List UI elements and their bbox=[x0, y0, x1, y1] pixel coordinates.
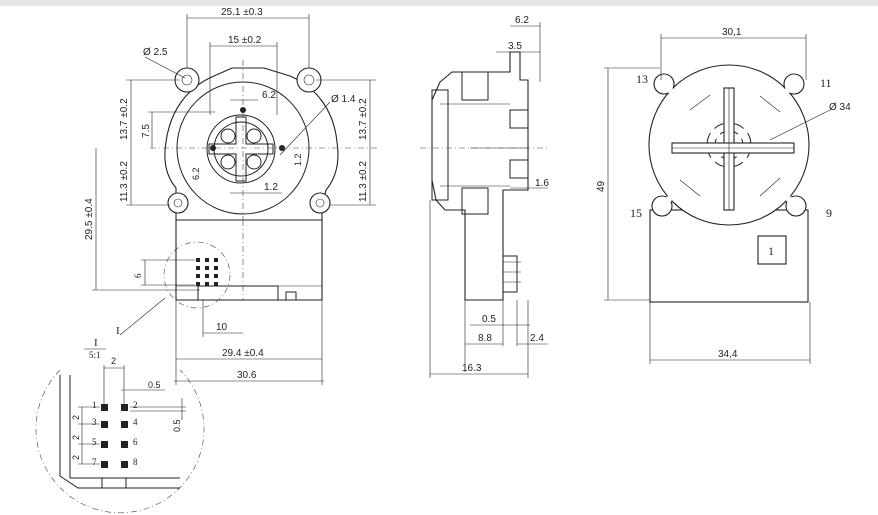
dim-right-lower: 11.3 ±0.2 bbox=[358, 161, 369, 202]
connector-pins bbox=[196, 258, 218, 286]
ear-bottom-left bbox=[167, 192, 189, 214]
detail-dim-gap: 0.5 bbox=[148, 380, 161, 390]
detail-title: I bbox=[94, 337, 98, 349]
center-hub bbox=[206, 114, 276, 184]
dim-width-mid: 29.4 ±0.4 bbox=[222, 348, 264, 359]
rear-ear-br bbox=[785, 195, 807, 217]
top-strip bbox=[0, 0, 878, 6]
dim-left-lower: 11.3 ±0.2 bbox=[119, 161, 130, 202]
pin-label-7: 7 bbox=[92, 457, 97, 467]
detail-view: I 5:1 1 2 3 4 5 6 7 8 2 0.5 0.5 bbox=[35, 337, 205, 514]
rear-box-label: 1 bbox=[768, 244, 774, 258]
side-dim-bottom-c: 2.4 bbox=[530, 333, 544, 344]
detail-dim-left-1: 2 bbox=[71, 415, 81, 420]
rear-ear-bl bbox=[651, 195, 673, 217]
detail-scale: 5:1 bbox=[89, 350, 101, 360]
dim-connector-height: 6 bbox=[133, 273, 143, 278]
dim-width-total: 30.6 bbox=[237, 370, 257, 381]
detail-dim-pitch-top: 2 bbox=[111, 356, 116, 366]
rear-label-br: 9 bbox=[826, 206, 832, 220]
rear-label-bl: 15 bbox=[630, 206, 642, 220]
dim-left-mid: 7.5 bbox=[141, 124, 152, 138]
detail-circle-marker bbox=[163, 241, 231, 309]
dim-vertical-small: 6.2 bbox=[191, 167, 201, 180]
rear-box bbox=[757, 235, 787, 265]
dim-center-small: 6.2 bbox=[262, 90, 276, 101]
dim-left-upper: 13.7 ±0.2 bbox=[119, 98, 130, 140]
rear-dim-top: 30,1 bbox=[722, 27, 742, 38]
detail-pins bbox=[101, 404, 128, 468]
side-body-outline bbox=[431, 51, 529, 301]
rear-dim-diameter: Ø 34 bbox=[829, 102, 851, 113]
pin-label-1: 1 bbox=[92, 400, 97, 410]
detail-marker: I bbox=[116, 325, 120, 337]
pin-label-5: 5 bbox=[92, 437, 97, 447]
front-housing-outline bbox=[164, 67, 339, 301]
rear-slots bbox=[666, 87, 792, 203]
rear-dim-width: 34,4 bbox=[718, 349, 738, 360]
rear-ear-tl bbox=[653, 73, 675, 95]
detail-boundary bbox=[35, 369, 205, 514]
pin-label-2: 2 bbox=[133, 400, 138, 410]
pin-label-4: 4 bbox=[133, 417, 138, 427]
ear-bottom-right bbox=[309, 192, 331, 214]
dim-pin-dia: Ø 1.4 bbox=[331, 94, 356, 105]
front-view: 25.1 ±0.3 15 ±0.2 Ø 2.5 6.2 Ø 1.4 13.7 ±… bbox=[84, 7, 380, 385]
rear-label-tl: 13 bbox=[636, 72, 648, 86]
detail-dim-left-3: 2 bbox=[71, 455, 81, 460]
dim-bottom-small: 1.2 bbox=[264, 182, 278, 193]
dim-inner-top: 15 ±0.2 bbox=[228, 35, 262, 46]
rear-label-tr: 11 bbox=[820, 76, 832, 90]
dim-overall-top: 25.1 ±0.3 bbox=[221, 7, 263, 18]
detail-dim-right-small: 0.5 bbox=[172, 419, 182, 432]
side-dim-bottom-b: 8.8 bbox=[478, 333, 492, 344]
pin-label-8: 8 bbox=[133, 457, 138, 467]
side-view: 6.2 3.5 1.6 0.5 8.8 2.4 16.3 bbox=[420, 15, 549, 378]
side-dim-bottom-a: 0.5 bbox=[482, 314, 496, 325]
dim-hole: Ø 2.5 bbox=[143, 47, 168, 58]
detail-dim-left-2: 2 bbox=[71, 435, 81, 440]
side-dim-total: 16.3 bbox=[462, 363, 482, 374]
rear-ear-tr bbox=[783, 73, 805, 95]
dim-right-upper: 13.7 ±0.2 bbox=[358, 98, 369, 140]
side-dim-top-a: 6.2 bbox=[515, 15, 529, 26]
rear-dim-height: 49 bbox=[596, 180, 607, 192]
side-dim-right: 1.6 bbox=[535, 178, 549, 189]
pin-label-3: 3 bbox=[92, 417, 97, 427]
pin-label-6: 6 bbox=[133, 437, 138, 447]
side-dim-top-b: 3.5 bbox=[508, 41, 522, 52]
dim-vertical-long: 29.5 ±0.4 bbox=[84, 198, 95, 240]
dim-right-small: 1.2 bbox=[293, 153, 303, 166]
rear-view: 1 13 11 15 9 30,1 Ø 34 49 34,4 bbox=[596, 27, 851, 364]
dim-connector-offset: 10 bbox=[216, 322, 228, 333]
